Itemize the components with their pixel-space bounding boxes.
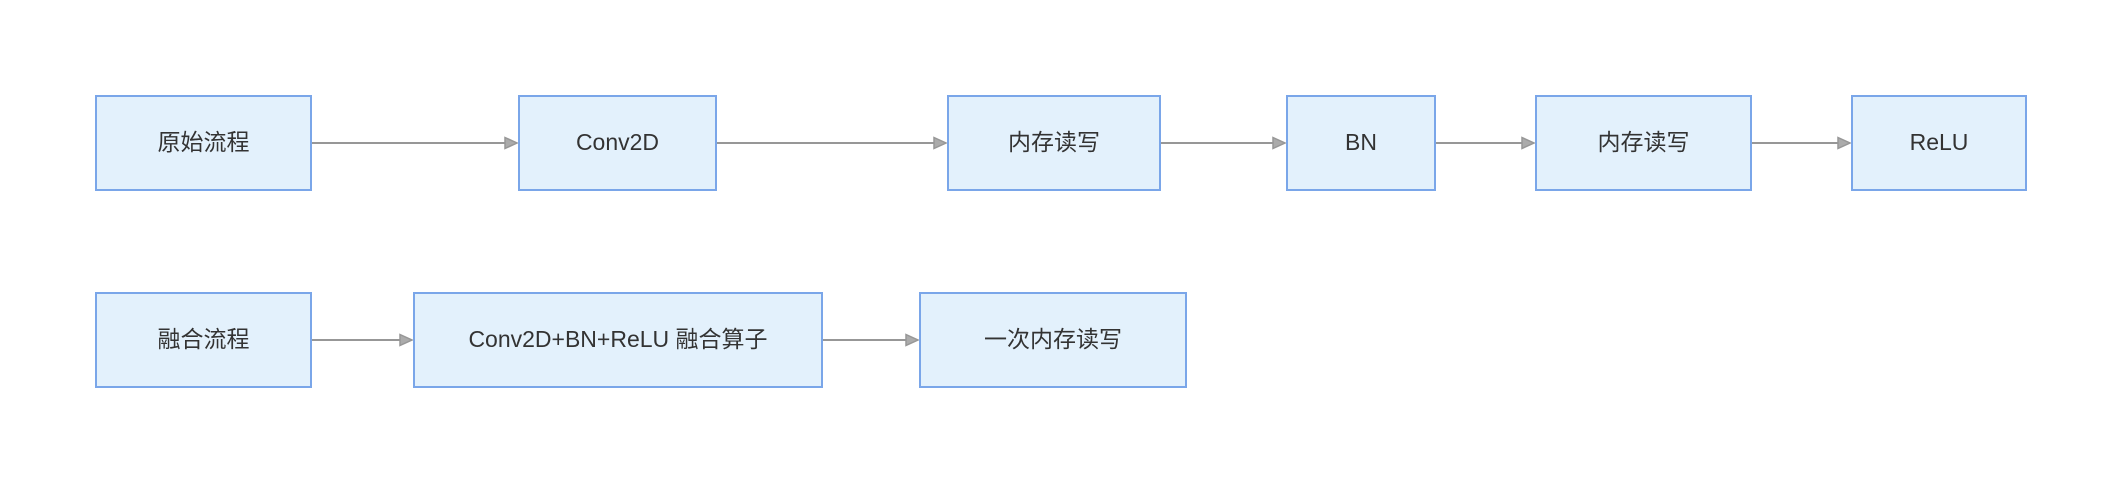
node-single-memory-rw-label: 一次内存读写 [984, 326, 1122, 353]
arrow-line [1161, 142, 1275, 144]
node-memory-rw-1-label: 内存读写 [1008, 129, 1100, 156]
arrow-line [823, 339, 908, 341]
arrow-head-icon [399, 333, 413, 347]
node-conv2d-label: Conv2D [575, 129, 660, 156]
arrow-head-icon [1521, 136, 1535, 150]
flow-arrow [312, 136, 518, 150]
arrow-head-icon [504, 136, 518, 150]
node-conv2d: Conv2D [518, 95, 717, 191]
node-memory-rw-2: 内存读写 [1535, 95, 1752, 191]
flow-arrow [717, 136, 947, 150]
arrow-line [1436, 142, 1524, 144]
node-fused-operator: Conv2D+BN+ReLU 融合算子 [413, 292, 823, 388]
arrow-head-icon [905, 333, 919, 347]
node-fused-process-label: 融合流程 [157, 326, 250, 353]
flow-arrow [312, 333, 413, 347]
node-relu-label: ReLU [1909, 129, 1969, 156]
arrow-head-icon [1837, 136, 1851, 150]
node-memory-rw-2-label: 内存读写 [1597, 129, 1690, 156]
flow-arrow [1161, 136, 1286, 150]
arrow-line [312, 142, 507, 144]
node-relu: ReLU [1851, 95, 2027, 191]
flow-arrow [823, 333, 919, 347]
node-fused-operator-label: Conv2D+BN+ReLU 融合算子 [468, 326, 768, 353]
node-fused-process: 融合流程 [95, 292, 312, 388]
arrow-line [717, 142, 936, 144]
node-original-process-label: 原始流程 [157, 129, 250, 156]
arrow-line [1752, 142, 1840, 144]
arrow-head-icon [933, 136, 947, 150]
node-single-memory-rw: 一次内存读写 [919, 292, 1187, 388]
flow-arrow [1436, 136, 1535, 150]
flow-arrow [1752, 136, 1851, 150]
arrow-head-icon [1272, 136, 1286, 150]
node-bn: BN [1286, 95, 1436, 191]
node-original-process: 原始流程 [95, 95, 312, 191]
node-bn-label: BN [1345, 129, 1377, 156]
arrow-line [312, 339, 402, 341]
node-memory-rw-1: 内存读写 [947, 95, 1161, 191]
